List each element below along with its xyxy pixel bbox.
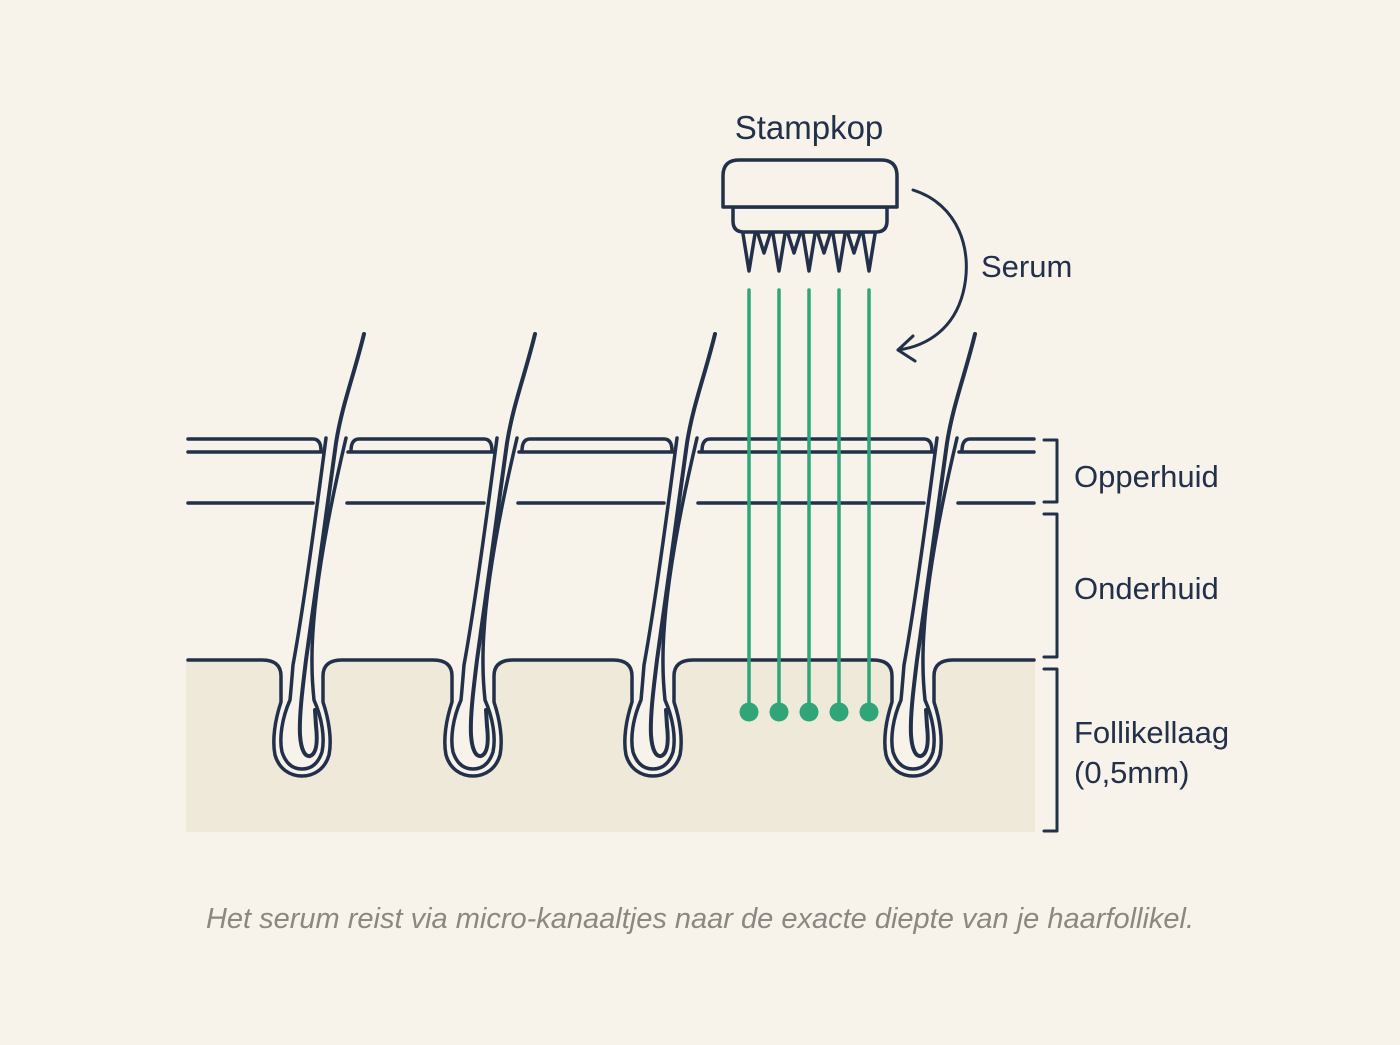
follicle-wall — [279, 436, 348, 771]
bracket-opperhuid — [1042, 438, 1059, 504]
stamp-head-title: Stampkop — [734, 109, 884, 146]
layer-label-opperhuid: Opperhuid — [1074, 459, 1219, 494]
follicle-layer-boundary-line — [186, 658, 1036, 778]
hair-shaft — [297, 332, 366, 759]
follicle-wall — [450, 436, 519, 771]
serum-label: Serum — [981, 249, 1073, 284]
skin-surface-line — [186, 437, 1036, 453]
follikellaag-depth: (0,5mm) — [1074, 755, 1190, 790]
stamp-head-neck — [731, 205, 889, 234]
serum-depth-dot — [769, 702, 789, 722]
layer-brackets — [1042, 438, 1059, 833]
hair-shaft — [648, 332, 717, 759]
hair-shaft — [908, 332, 977, 759]
follikellaag-name: Follikellaag — [1074, 715, 1230, 750]
hair-follicle-3 — [630, 332, 717, 771]
hair-follicle-2 — [450, 332, 537, 771]
hair-follicle-1 — [279, 332, 366, 771]
serum-micro-channels — [739, 288, 879, 722]
microneedles — [741, 232, 877, 273]
follicle-wall — [630, 436, 699, 771]
serum-depth-dot — [799, 702, 819, 722]
stamp-head-icon — [721, 158, 899, 273]
layer-label-onderhuid: Onderhuid — [1074, 571, 1219, 606]
hair-follicle-4 — [890, 332, 977, 771]
hair-shaft — [468, 332, 537, 759]
serum-depth-dot — [829, 702, 849, 722]
diagram-caption: Het serum reist via micro-kanaaltjes naa… — [205, 903, 1195, 935]
layer-label-follikellaag: Follikellaag (0,5mm) — [1074, 713, 1294, 793]
epidermis-surface-lines — [186, 437, 1036, 505]
serum-depth-dot — [859, 702, 879, 722]
serum-arrow-icon — [896, 188, 968, 363]
bracket-onderhuid — [1042, 512, 1059, 659]
follicle-wall — [890, 436, 959, 771]
bracket-follikellaag — [1042, 667, 1059, 833]
serum-depth-dot — [739, 702, 759, 722]
stamp-head-body — [721, 158, 899, 209]
